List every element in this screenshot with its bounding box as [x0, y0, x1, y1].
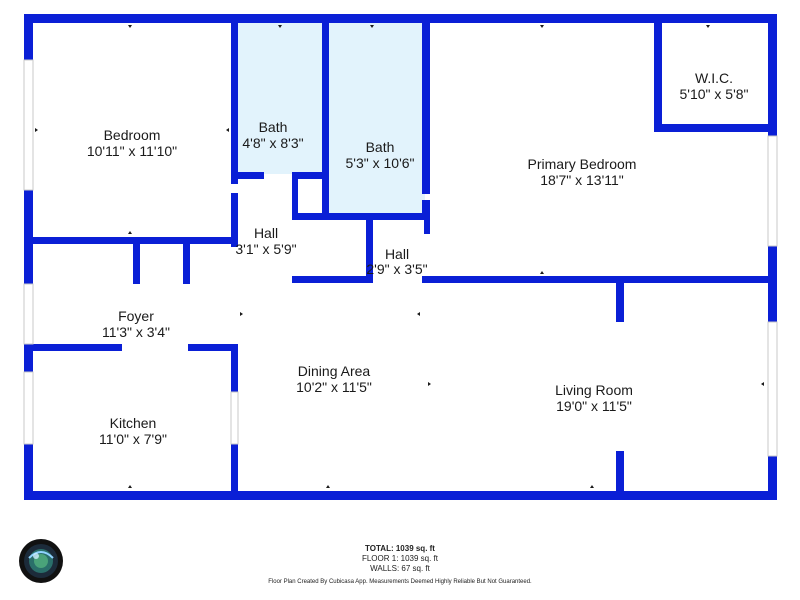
- tick-mark: [761, 382, 764, 386]
- tick-mark: [128, 231, 132, 234]
- tick-mark: [240, 312, 243, 316]
- room-name-hall-1: Hall: [254, 225, 278, 241]
- wall-kitchen-top-b: [188, 344, 238, 351]
- wall-bottom: [24, 491, 777, 500]
- room-name-dining-area: Dining Area: [298, 363, 371, 379]
- room-size-foyer: 11'3" x 3'4": [102, 324, 170, 340]
- tick-mark: [128, 25, 132, 28]
- tick-mark: [370, 25, 374, 28]
- credit-text: Floor Plan Created By Cubicasa App. Meas…: [268, 579, 532, 585]
- wall-hall-divider: [366, 213, 373, 283]
- wall-wic-left: [654, 14, 662, 132]
- window-kitchen-passthrough: [230, 391, 239, 445]
- tick-mark: [278, 25, 282, 28]
- room-name-hall-2: Hall: [385, 246, 409, 262]
- room-size-wic: 5'10" x 5'8": [680, 86, 749, 102]
- wall-living-stub-top: [616, 276, 624, 322]
- tick-mark: [35, 128, 38, 132]
- wall-right-lower: [768, 456, 777, 500]
- room-size-bath-1: 4'8" x 8'3": [242, 135, 303, 151]
- tick-mark: [540, 271, 544, 274]
- wall-hall-closet-left: [292, 172, 298, 220]
- tick-mark: [417, 312, 420, 316]
- wall-bath-divider: [322, 14, 329, 219]
- tick-mark: [706, 25, 710, 28]
- windows: [23, 59, 778, 457]
- room-name-primary-bedroom: Primary Bedroom: [528, 156, 637, 172]
- total-area: TOTAL: 1039 sq. ft: [365, 544, 435, 553]
- room-name-kitchen: Kitchen: [110, 415, 157, 431]
- bath-2-fill: [328, 22, 425, 216]
- room-size-hall-2: 2'9" x 3'5": [366, 261, 427, 277]
- wall-bath2-right-lower: [422, 200, 430, 220]
- camera-lens-logo-icon: [19, 539, 63, 583]
- room-size-kitchen: 11'0" x 7'9": [99, 431, 167, 447]
- floor1-area: FLOOR 1: 1039 sq. ft: [361, 554, 439, 563]
- tick-mark: [428, 382, 431, 386]
- room-name-bedroom: Bedroom: [104, 127, 161, 143]
- room-size-dining-area: 10'2" x 11'5": [296, 379, 372, 395]
- room-size-living-room: 19'0" x 11'5": [556, 398, 632, 414]
- room-size-bedroom: 10'11" x 11'10": [87, 143, 177, 159]
- wall-primary-bottom: [422, 276, 776, 283]
- wall-bedroom-bottom: [24, 237, 238, 244]
- window-primary-bedroom: [767, 135, 778, 247]
- walls-area: WALLS: 67 sq. ft: [370, 564, 430, 573]
- doorway-foyer: [23, 283, 34, 345]
- wall-kitchen-top-a: [24, 344, 122, 351]
- room-name-foyer: Foyer: [118, 308, 154, 324]
- room-name-bath-2: Bath: [366, 139, 395, 155]
- wall-hall1-bottom: [292, 276, 372, 283]
- window-kitchen: [23, 371, 34, 445]
- bath-1-fill: [238, 22, 324, 174]
- room-labels: Bedroom 10'11" x 11'10" Bath 4'8" x 8'3"…: [87, 70, 749, 447]
- wall-closet-2: [183, 237, 190, 284]
- room-size-hall-1: 3'1" x 5'9": [235, 241, 296, 257]
- wall-bath1-bottom-a: [238, 172, 264, 179]
- room-name-living-room: Living Room: [555, 382, 633, 398]
- room-size-primary-bedroom: 18'7" x 13'11": [540, 172, 624, 188]
- wall-bath1-bottom-b: [292, 172, 328, 179]
- tick-mark: [128, 485, 132, 488]
- room-name-wic: W.I.C.: [695, 70, 733, 86]
- room-size-bath-2: 5'3" x 10'6": [346, 155, 415, 171]
- tick-mark: [540, 25, 544, 28]
- wall-living-stub-bottom: [616, 451, 624, 500]
- wall-bath2-right: [422, 14, 430, 194]
- wall-closet-1: [133, 237, 140, 284]
- dimension-ticks: [35, 25, 764, 488]
- wall-top: [24, 14, 777, 23]
- wall-bedroom-bath: [231, 14, 238, 184]
- room-name-bath-1: Bath: [259, 119, 288, 135]
- wall-bath2-bottom: [292, 213, 430, 220]
- wall-wic-bottom: [654, 124, 776, 132]
- tick-mark: [590, 485, 594, 488]
- tick-mark: [226, 128, 229, 132]
- window-bedroom: [23, 59, 34, 191]
- tick-mark: [326, 485, 330, 488]
- window-living-room: [767, 321, 778, 457]
- wall-bedroom-hall: [231, 193, 238, 247]
- wall-primary-door-jamb: [424, 220, 430, 234]
